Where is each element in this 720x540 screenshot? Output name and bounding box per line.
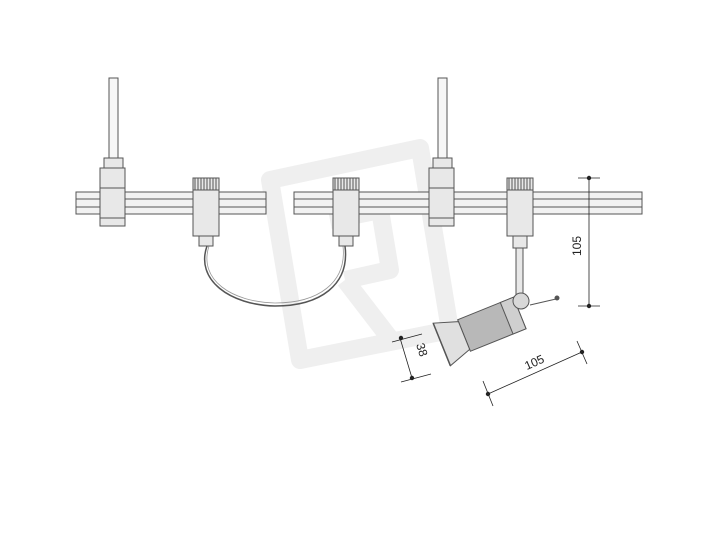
rail-right [293, 191, 643, 215]
spotlight-handle [529, 298, 557, 306]
dimension-vertical-label: 105 [570, 236, 584, 256]
suspension-clamp-left [99, 157, 126, 227]
cable-clamp-2 [332, 177, 360, 247]
spotlight-stem [515, 247, 524, 297]
dimension-diameter-label: 38 [413, 341, 431, 358]
rod-left [108, 77, 119, 161]
dimension-vertical [578, 175, 600, 309]
dimension-diameter [391, 333, 432, 383]
rod-right [437, 77, 448, 161]
spotlight [432, 247, 560, 367]
spotlight-knuckle [512, 292, 530, 310]
watermark-logo [261, 139, 459, 369]
cable-clamp-1 [192, 177, 220, 247]
connector-cable [203, 245, 347, 307]
dimension-horizontal [482, 340, 588, 407]
spotlight-adaptor [506, 177, 534, 249]
suspension-clamp-right [428, 157, 455, 227]
